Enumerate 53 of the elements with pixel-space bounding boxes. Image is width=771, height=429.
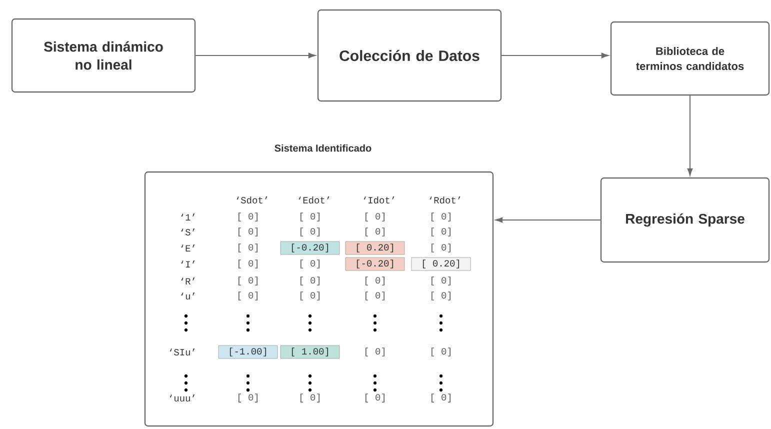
row-label: ‘E’ [181, 244, 195, 252]
heading: Sistema Identificado [274, 144, 372, 152]
table-cell: [ 0] [366, 228, 384, 236]
highlighted-cell: [-1.00] [218, 345, 278, 359]
row-label: ‘I’ [181, 260, 195, 268]
table-cell: [ 0] [432, 276, 450, 286]
process-box: Regresión Sparse [600, 177, 770, 263]
table-cell: [ 0] [366, 276, 384, 286]
table-cell: [ 0] [300, 292, 320, 300]
table-cell: [ 0] [300, 260, 320, 268]
row-label: ‘1’ [181, 214, 195, 220]
table-cell: [ 0] [238, 228, 258, 236]
table-cell: [ 0] [238, 260, 258, 268]
table-cell: [ 0] [300, 228, 320, 236]
table-cell: [ 0] [432, 348, 450, 356]
column-header: ‘Edot’ [298, 196, 330, 204]
arrow [501, 52, 609, 58]
column-header: ‘Sdot’ [236, 196, 268, 204]
row-label: ‘uuu’ [170, 394, 195, 402]
table-cell: [ 0] [432, 292, 450, 300]
table-cell: [ 0] [432, 394, 450, 402]
highlighted-cell: [-0.20] [280, 241, 340, 255]
table-cell: [ 0] [366, 394, 384, 402]
column-header: ‘Rdot’ [430, 196, 460, 204]
table-cell: [ 0] [432, 228, 450, 236]
table-cell: [ 0] [238, 276, 258, 286]
table-cell: [ 0] [238, 292, 258, 300]
process-box: Biblioteca de terminos candidatos [610, 21, 770, 96]
highlighted-cell: [ 0.20] [411, 257, 471, 271]
arrow [687, 95, 693, 176]
table-cell: [ 0] [432, 212, 450, 222]
table-cell: [ 0] [238, 244, 258, 252]
highlighted-cell: [ 1.00] [280, 345, 340, 359]
table-cell: [ 0] [366, 292, 384, 300]
arrow [195, 52, 316, 58]
table-cell: [ 0] [300, 212, 320, 222]
table-cell: [ 0] [300, 276, 320, 286]
column-header: ‘Idot’ [364, 196, 394, 204]
highlighted-cell: [-0.20] [345, 257, 405, 271]
table-cell: [ 0] [366, 348, 384, 356]
row-label: ‘S’ [181, 228, 195, 236]
table-cell: [ 0] [366, 212, 384, 222]
highlighted-cell: [ 0.20] [345, 241, 405, 255]
process-box: Sistema dinámico no lineal [11, 18, 196, 93]
table-cell: [ 0] [238, 212, 258, 222]
table-cell: [ 0] [432, 244, 450, 252]
table-cell: [ 0] [238, 394, 258, 402]
arrow [495, 217, 601, 223]
row-label: ‘u’ [181, 292, 195, 300]
row-label: ‘SIu’ [170, 348, 195, 356]
row-label: ‘R’ [181, 278, 195, 284]
table-cell: [ 0] [300, 394, 320, 402]
process-box: Colección de Datos [317, 9, 502, 102]
